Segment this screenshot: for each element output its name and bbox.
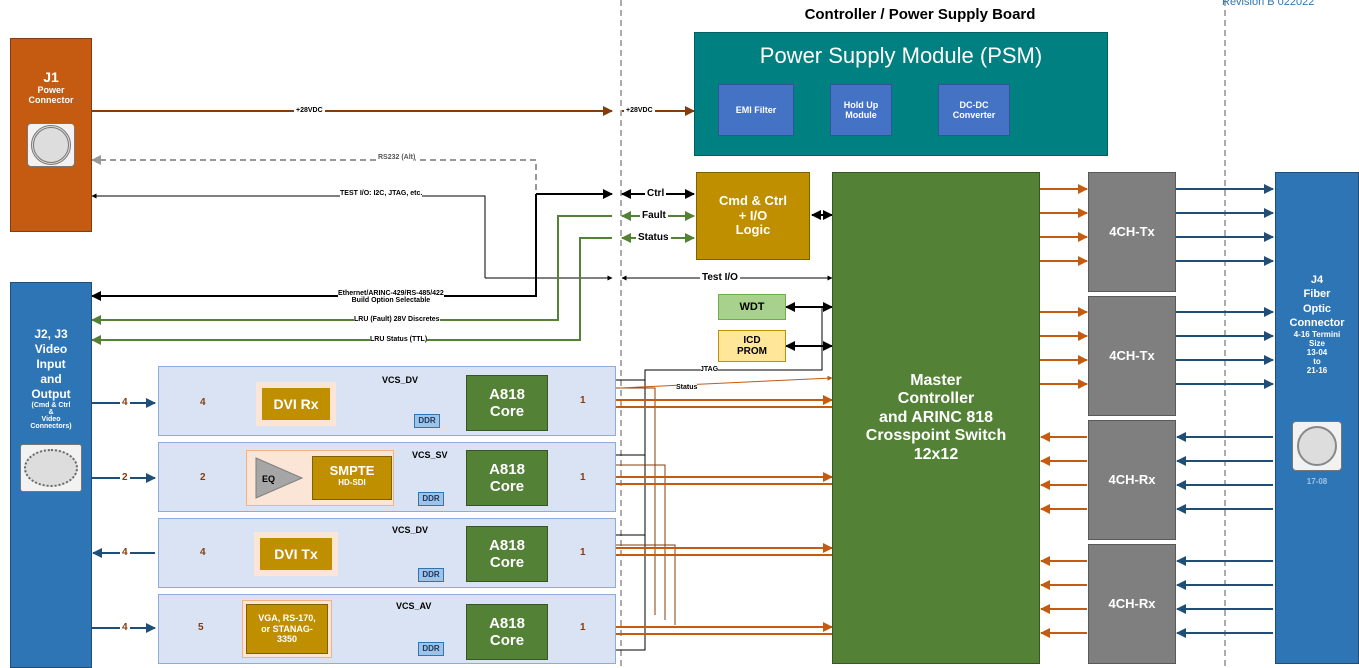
- vga-block: VGA, RS-170, or STANAG- 3350: [246, 604, 328, 654]
- ctrl-label: Ctrl: [645, 187, 667, 200]
- vcs-name: VCS_DV: [392, 525, 429, 535]
- ddr: DDR: [418, 642, 444, 656]
- link-count: 1: [580, 395, 586, 406]
- emi-filter: EMI Filter: [718, 84, 794, 136]
- ethernet-label: Ethernet/ARINC-429/RS-485/422 Build Opti…: [338, 290, 444, 304]
- ext-count: 4: [120, 396, 130, 409]
- ddr: DDR: [418, 492, 444, 506]
- j4-bottom-label: 17-08: [1306, 477, 1328, 487]
- channel-tx-2: 4CH-Tx: [1088, 296, 1176, 416]
- cmd-ctrl-logic: Cmd & Ctrl + I/O Logic: [696, 172, 810, 260]
- int-count: 4: [200, 547, 206, 558]
- power-label-j1: +28VDC: [294, 104, 325, 117]
- icd-prom: ICD PROM: [718, 330, 786, 362]
- rs232-label: RS232 (Alt): [378, 154, 416, 161]
- video-connector-icon: [20, 444, 82, 492]
- a818-core: A818 Core: [466, 526, 548, 582]
- j4-title: J4 Fiber Optic Connector: [1289, 274, 1345, 329]
- test-io-internal-label: Test I/O: [700, 271, 740, 284]
- j2-subtitle: (Cmd & Ctrl & Video Connectors): [30, 402, 72, 430]
- master-controller: Master Controller and ARINC 818 Crosspoi…: [832, 172, 1040, 664]
- link-count: 1: [580, 622, 586, 633]
- j2-j3-video-connector: J2, J3 Video Input and Output (Cmd & Ctr…: [10, 282, 92, 668]
- vcs-name: VCS_AV: [396, 601, 432, 611]
- hold-up-module: Hold Up Module: [830, 84, 892, 136]
- int-count: 5: [198, 622, 204, 633]
- channel-rx-1: 4CH-Rx: [1088, 420, 1176, 540]
- vcs-name: VCS_SV: [412, 450, 448, 460]
- lru-fault-label: LRU (Fault) 28V Discretes: [354, 316, 440, 323]
- dvi-rx-block: DVI Rx: [256, 382, 336, 426]
- channel-rx-2: 4CH-Rx: [1088, 544, 1176, 664]
- int-count: 2: [200, 472, 206, 483]
- a818-core: A818 Core: [466, 604, 548, 660]
- jtag-label: JTAG: [700, 366, 719, 373]
- smpte-block: SMPTE HD-SDI: [312, 456, 392, 500]
- status-label: Status: [636, 231, 671, 244]
- dc-dc-converter: DC-DC Converter: [938, 84, 1010, 136]
- lru-status-label: LRU Status (TTL): [370, 336, 428, 343]
- a818-core: A818 Core: [466, 450, 548, 506]
- j1-subtitle: Power Connector: [28, 85, 74, 105]
- channel-tx-1: 4CH-Tx: [1088, 172, 1176, 292]
- j1-power-connector: J1 Power Connector: [10, 38, 92, 232]
- a818-core: A818 Core: [466, 375, 548, 431]
- status-small-label: Status: [676, 384, 698, 391]
- ddr: DDR: [414, 414, 440, 428]
- ext-count: 4: [120, 546, 130, 559]
- j1-title: J1: [43, 69, 59, 85]
- wdt: WDT: [718, 294, 786, 320]
- power-label-psm: +28VDC: [624, 104, 655, 117]
- int-count: 4: [200, 397, 206, 408]
- ext-count: 4: [120, 621, 130, 634]
- fiber-connector-icon: [1292, 421, 1342, 472]
- dvi-tx-block: DVI Tx: [254, 532, 338, 576]
- test-io-label: TEST I/O: I2C, JTAG, etc.: [340, 190, 423, 197]
- ddr: DDR: [418, 568, 444, 582]
- vcs-name: VCS_DV: [382, 375, 419, 385]
- j2-title: J2, J3 Video Input and Output: [31, 327, 71, 401]
- link-count: 1: [580, 472, 586, 483]
- fault-label: Fault: [640, 209, 668, 222]
- connector-icon: [27, 123, 75, 167]
- revision-label: Revision B 022022: [1222, 0, 1315, 8]
- psm-title: Power Supply Module (PSM): [759, 43, 1043, 68]
- board-title: Controller / Power Supply Board: [804, 6, 1036, 23]
- eq-amplifier-icon: [255, 457, 304, 499]
- j4-subtitle: 4-16 Termini Size 13-04 to 21-16: [1293, 330, 1341, 376]
- smpte-sub: HD-SDI: [338, 478, 366, 487]
- j4-fiber-optic-connector: J4 Fiber Optic Connector 4-16 Termini Si…: [1275, 172, 1359, 664]
- link-count: 1: [580, 547, 586, 558]
- ext-count: 2: [120, 471, 130, 484]
- eq-label: EQ: [262, 474, 276, 484]
- smpte-label: SMPTE: [329, 463, 375, 478]
